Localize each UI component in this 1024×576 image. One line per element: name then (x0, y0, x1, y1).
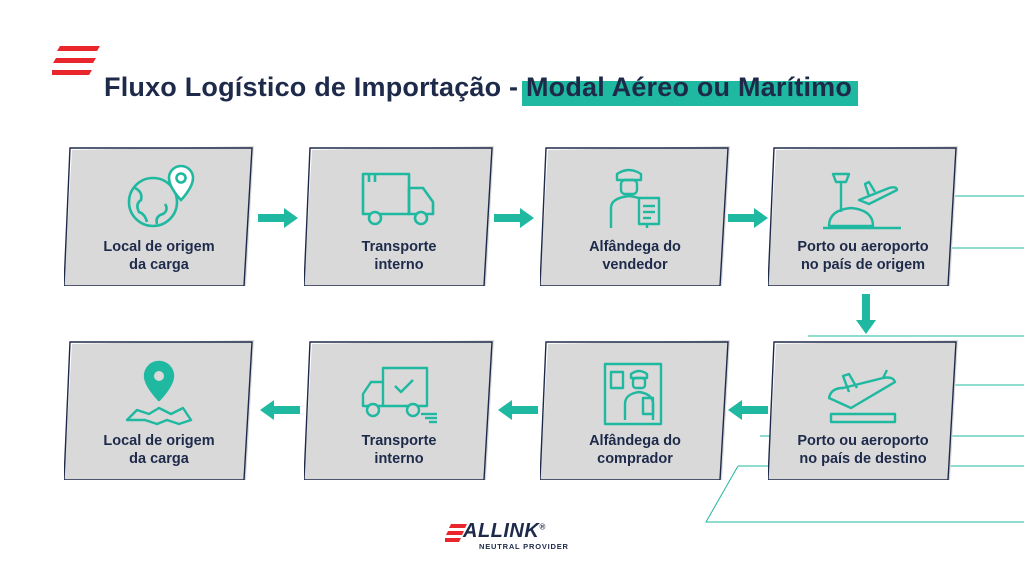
customs-officer-icon (609, 168, 661, 228)
title-stripes-icon (52, 46, 100, 75)
arrow-right-icon (258, 208, 298, 228)
arrow-down-icon (856, 294, 876, 334)
logo-name: ALLINK® (463, 520, 546, 542)
logo-stripes-icon (445, 524, 467, 542)
logo-tagline: NEUTRAL PROVIDER (479, 542, 569, 551)
delivery-truck-check-icon (361, 366, 437, 424)
globe-pin-icon (127, 164, 195, 228)
map-pin-icon (125, 360, 193, 426)
title-prefix: Fluxo Logístico de Importação - (104, 72, 526, 102)
plane-landing-icon (827, 369, 897, 424)
arrow-right-icon (728, 208, 768, 228)
arrow-right-icon (494, 208, 534, 228)
title-highlight: Modal Aéreo ou Marítimo (521, 72, 859, 106)
airport-tower-plane-icon (823, 172, 901, 230)
arrow-left-icon (498, 400, 538, 420)
customs-booth-icon (603, 362, 663, 426)
arrow-left-icon (728, 400, 768, 420)
page-title: Fluxo Logístico de Importação - Modal Aé… (104, 72, 859, 106)
truck-icon (361, 172, 435, 226)
arrow-left-icon (260, 400, 300, 420)
